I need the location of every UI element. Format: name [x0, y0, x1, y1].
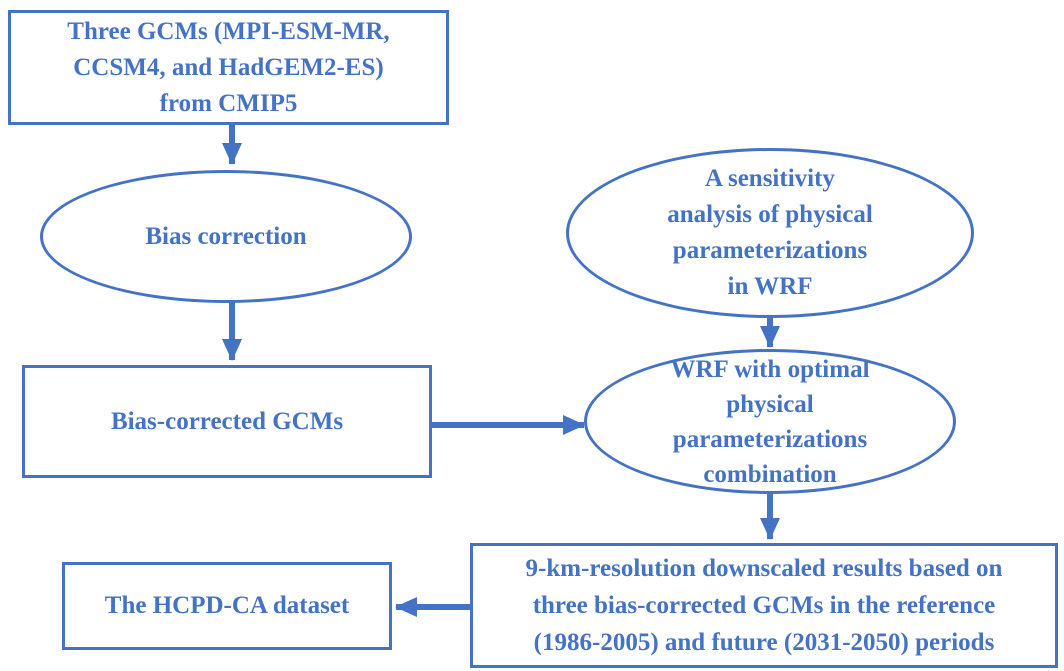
- node-bias-correction-ellipse: Bias correction: [40, 170, 412, 303]
- node-three-gcms-label: Three GCMs (MPI-ESM-MR, CCSM4, and HadGE…: [67, 17, 390, 117]
- node-bias-corrected-gcms-label: Bias-corrected GCMs: [110, 407, 344, 435]
- node-downscaled-results-box: 9-km-resolution downscaled results based…: [470, 543, 1058, 668]
- node-downscaled-results-label: 9-km-resolution downscaled results based…: [525, 555, 1003, 656]
- node-bias-correction-label: Bias correction: [145, 222, 307, 250]
- node-hcpd-dataset-box: The HCPD-CA dataset: [62, 562, 392, 650]
- node-hcpd-dataset-label: The HCPD-CA dataset: [104, 592, 350, 619]
- node-bias-corrected-gcms-box: Bias-corrected GCMs: [22, 365, 432, 478]
- node-sensitivity-analysis-label: A sensitivity analysis of physical param…: [667, 165, 873, 300]
- node-sensitivity-analysis-ellipse: A sensitivity analysis of physical param…: [566, 148, 974, 318]
- node-wrf-optimal-label: WRF with optimal physical parameterizati…: [670, 355, 870, 488]
- node-wrf-optimal-ellipse: WRF with optimal physical parameterizati…: [584, 349, 956, 494]
- node-three-gcms-box: Three GCMs (MPI-ESM-MR, CCSM4, and HadGE…: [8, 10, 449, 125]
